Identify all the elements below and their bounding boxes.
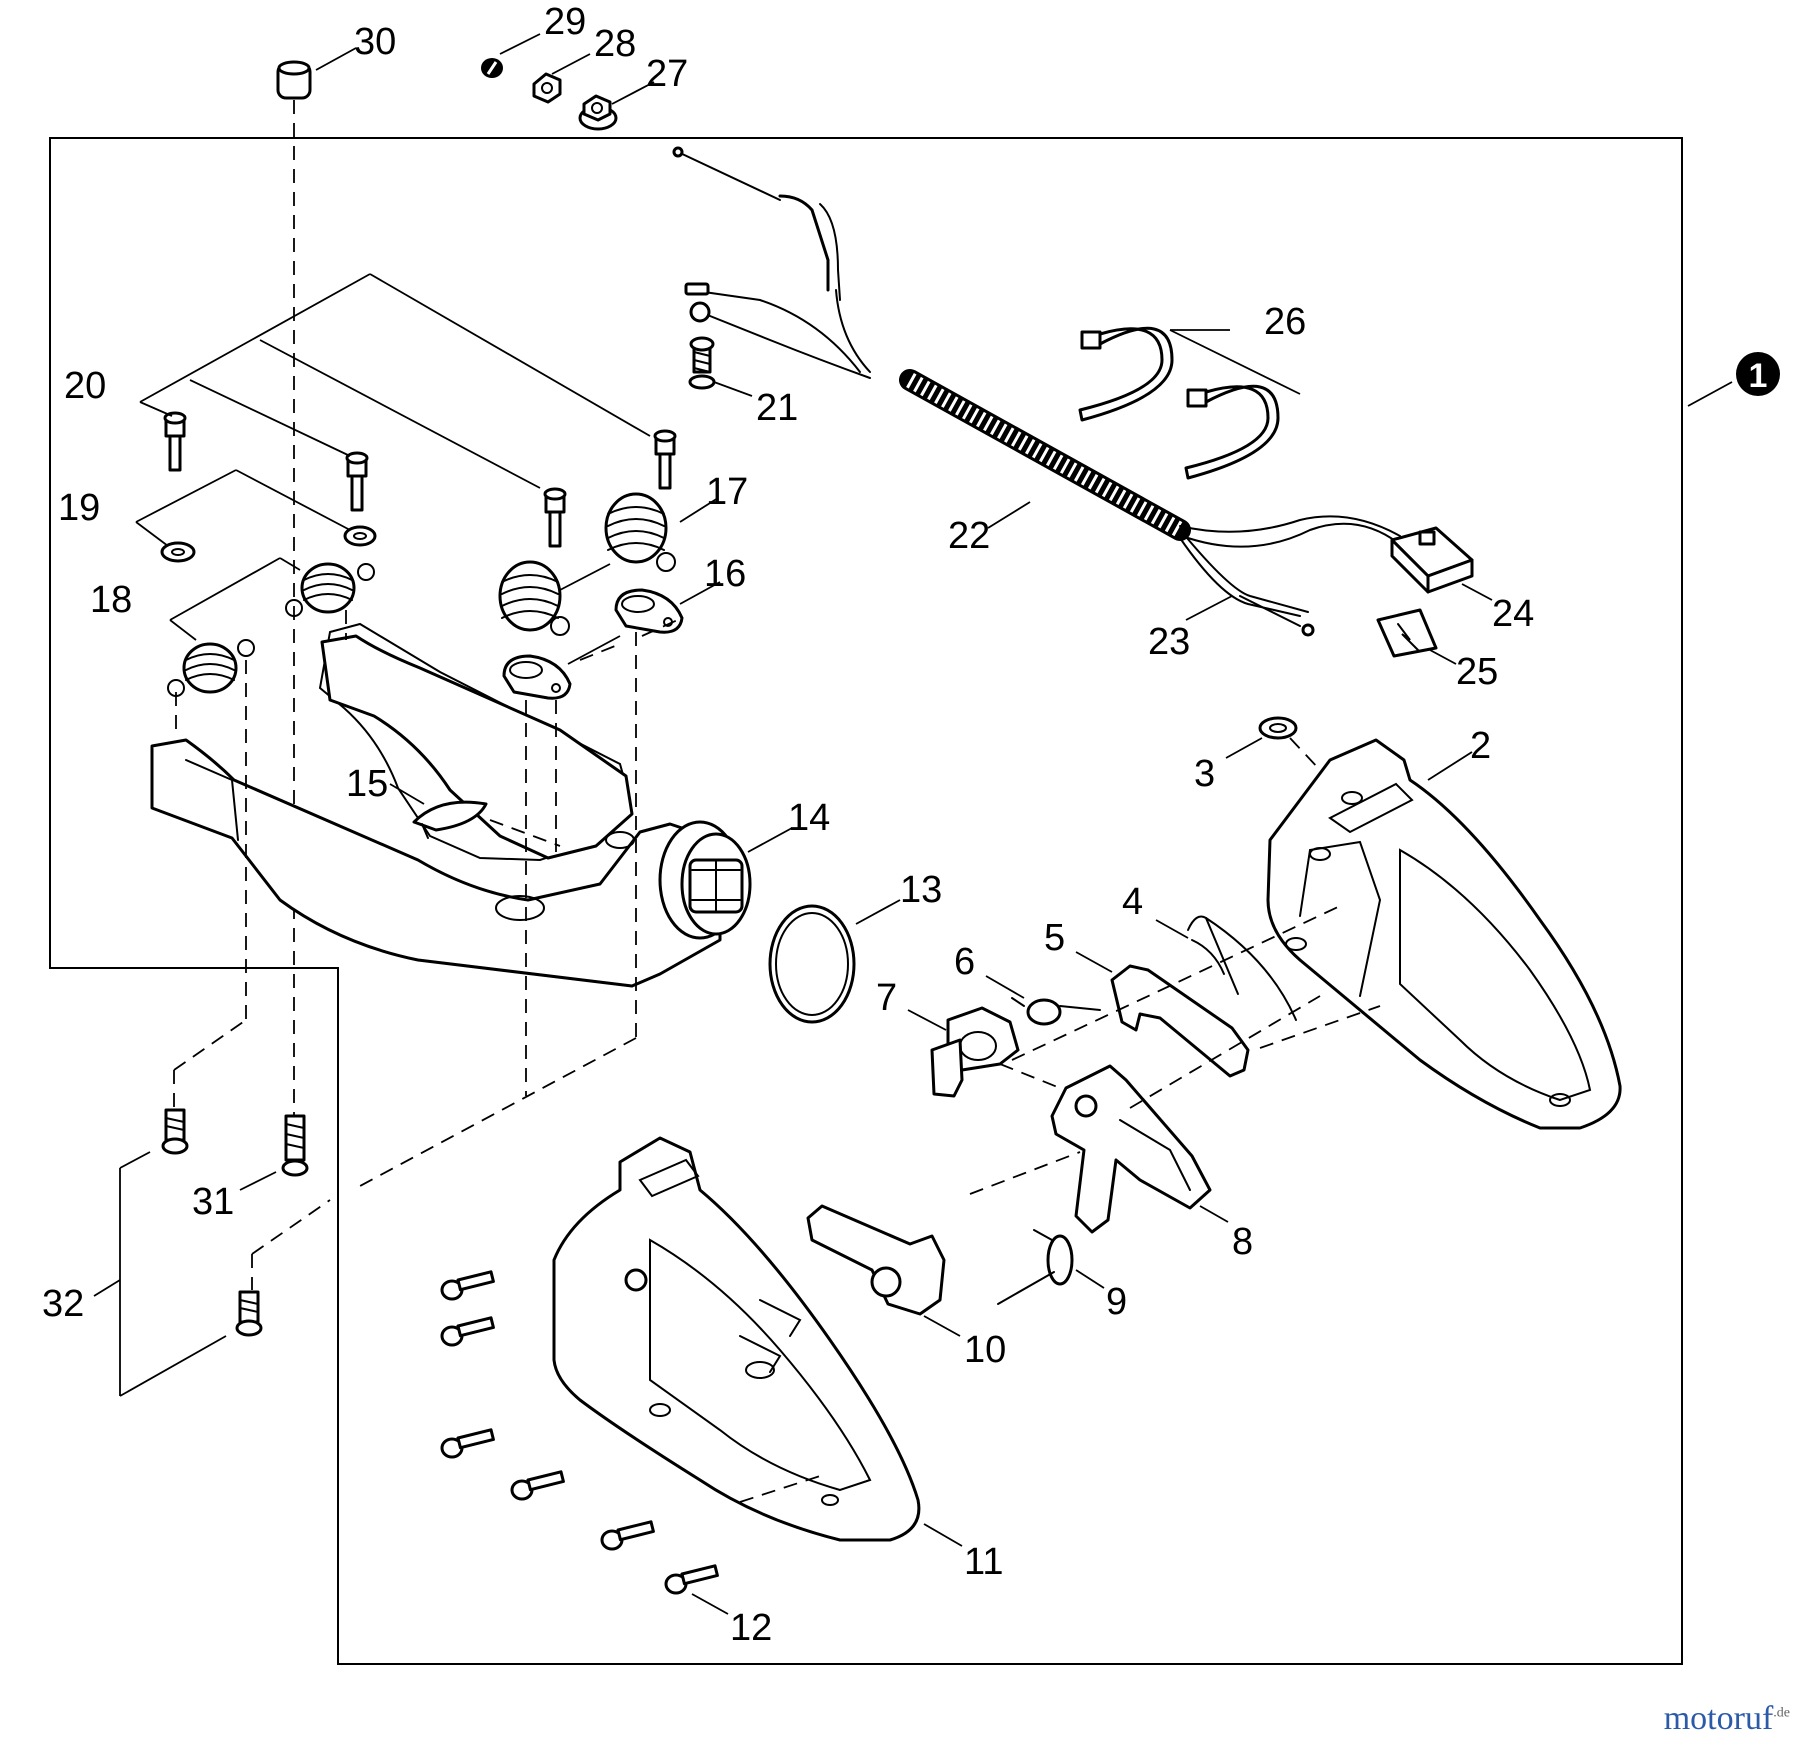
callout-27: 27 [646,53,688,95]
part-3-washer [1258,716,1298,740]
part-14-front-handle [150,622,752,988]
part-15-label [412,800,488,839]
callout-25: 25 [1456,651,1498,693]
callout-9: 9 [1106,1281,1127,1323]
part-26-cable-ties [1078,326,1280,480]
callout-11: 11 [964,1541,1003,1583]
part-5-lever [1110,964,1250,1078]
callout-14: 14 [788,797,830,839]
callout-30: 30 [354,21,396,63]
callout-29: 29 [544,1,586,43]
part-2-rear-cover [1266,738,1622,1130]
callout-4: 4 [1122,881,1143,923]
part-19-washers [160,525,377,563]
callout-6: 6 [954,941,975,983]
part-17-springs [498,492,676,636]
callout-16: 16 [704,553,746,595]
callout-15: 15 [346,763,388,805]
part-30-cap [276,60,312,100]
part-7-bracket [930,1006,1020,1098]
callout-20: 20 [64,365,106,407]
part-4-spring [1187,915,1297,1021]
callout-26: 26 [1264,301,1306,343]
callout-22: 22 [948,515,990,557]
part-20-screws [163,411,677,548]
callout-12: 12 [730,1607,772,1649]
part-18-springs [167,562,375,697]
callout-2: 2 [1470,725,1491,767]
callout-32: 32 [42,1283,84,1325]
callout-5: 5 [1044,917,1065,959]
part-31-screws [161,1108,309,1337]
watermark-text: motoruf [1663,1700,1774,1737]
part-23-terminal [1239,595,1315,637]
part-21-screw [688,336,716,390]
part-25-warning-label [1376,608,1438,658]
part-29-clip [481,58,503,78]
assembly-lines [173,610,1381,1503]
part-16-mount-plates [502,588,684,700]
watermark-suffix: .de [1773,1705,1790,1721]
callout-18: 18 [90,579,132,621]
assembly-badge: 1 [1736,352,1780,396]
callout-21: 21 [756,387,798,429]
watermark: motoruf.de [1664,1700,1790,1738]
callout-31: 31 [192,1181,234,1223]
assembly-frame [49,137,1683,1665]
callout-28: 28 [594,23,636,65]
part-13-o-ring [768,904,856,1024]
leader-lines [93,33,1733,1615]
callout-3: 3 [1194,753,1215,795]
part-24-connector [1390,526,1474,594]
callout-8: 8 [1232,1221,1253,1263]
part-10-lockout-lever [806,1204,946,1316]
part-12-screws [440,1270,719,1595]
part-8-throttle-trigger [1050,1064,1212,1234]
callout-10: 10 [964,1329,1006,1371]
assembly-badge-number: 1 [1749,357,1768,395]
callout-7: 7 [876,977,897,1019]
callout-19: 19 [58,487,100,529]
callout-labels: 2 3 4 5 6 7 8 9 10 11 12 13 14 15 16 17 … [42,1,1534,1649]
part-22-wiring-harness [672,146,1403,617]
callout-17: 17 [706,471,748,513]
callout-24: 24 [1492,593,1534,635]
part-27-flange-nut [578,94,618,131]
callout-23: 23 [1148,621,1190,663]
part-6-spring [1011,997,1101,1026]
part-9-spring [997,1229,1074,1305]
part-28-nut [532,72,562,104]
callout-13: 13 [900,869,942,911]
part-11-front-cover [552,1136,921,1542]
